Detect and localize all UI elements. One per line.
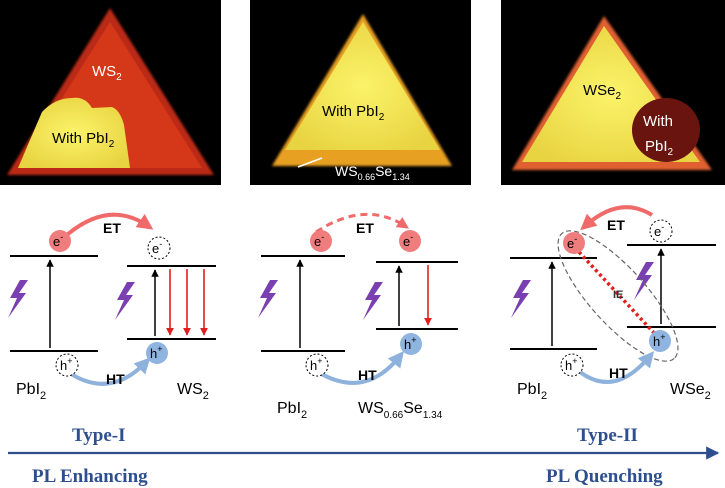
et-arrow [66,212,154,236]
photo-wse2-pbi: PbI2 [645,138,674,158]
interlayer-exciton-line [577,250,657,336]
ht-arrow [66,357,151,386]
electron-label: e- [152,239,162,256]
pl-enhancing-label: PL Enhancing [32,466,148,487]
wse2-label: WSe2 [670,381,711,402]
photo-ws2-label: WS2 [92,63,122,83]
hole-icon [649,330,671,352]
photo-wse2-label: WSe2 [583,82,622,102]
ht-label: HT [609,365,628,381]
electron-label: e- [403,232,413,249]
photo-wse2-with: With [643,113,673,130]
et-label: ET [607,217,625,233]
photon-icon [115,282,135,320]
photon-icon [511,280,531,318]
electron-label: e- [53,232,63,249]
electron-label: e- [654,222,664,239]
hole-label: h+ [150,344,163,361]
photon-icon [8,280,28,318]
photon-icon [634,262,654,300]
band-diagram-type-i: e- e- h+ h+ ET HT PbI2 WS2 [8,212,216,402]
photo-ws2-pbi-label: With PbI2 [52,130,115,150]
electron-icon [563,232,585,254]
ht-label: HT [358,367,377,383]
electron-icon [49,230,71,252]
hole-label: h+ [310,356,323,373]
et-arrow [580,205,654,231]
hole-dashed-icon [55,353,79,377]
hole-icon [400,333,422,355]
pbi2-label: PbI2 [277,400,307,421]
electron-icon [310,230,332,252]
ht-arrow [316,350,404,385]
ie-label: IE [613,289,623,301]
hole-label: h+ [653,332,666,349]
photon-icon [363,282,383,320]
electron-dashed-icon [649,219,673,243]
electron-dashed-icon [147,236,171,260]
electron-label: e- [314,232,324,249]
electron-label: e- [567,234,577,251]
ws2-label: WS2 [177,381,209,402]
pl-quenching-label: PL Quenching [546,466,663,487]
photo-alloy-pbi-label: With PbI2 [322,103,385,123]
hole-label: h+ [565,356,578,373]
band-diagram-alloy: e- e- h+ h+ ET HT PbI2 WS0.66Se1.34 [258,212,458,421]
alloy-label: WS0.66Se1.34 [358,400,443,421]
photo-alloy-pointer [297,157,323,168]
photon-icon [258,280,278,318]
electron-icon [399,230,421,252]
band-diagram-type-ii: IE e- e- h+ h+ ET HT PbI2 WSe2 [510,205,716,402]
pbi2-label: PbI2 [16,381,46,402]
hole-dashed-icon [305,353,329,377]
type-ii-label: Type-II [577,425,638,446]
ht-arrow [578,351,655,384]
ht-label: HT [106,371,125,387]
photo-wse2: WSe2 With PbI2 [501,0,725,185]
photo-alloy-edge-label: WS0.66Se1.34 [335,163,410,182]
hole-dashed-icon [560,353,584,377]
hole-icon [146,342,168,364]
photo-ws2: WS2 With PbI2 [0,0,221,185]
interlayer-exciton-outline [557,230,679,362]
et-arrow-dashed [315,212,410,234]
hole-label: h+ [60,356,73,373]
photo-alloy: With PbI2 WS0.66Se1.34 [250,0,471,185]
et-label: ET [103,220,121,236]
hole-label: h+ [404,335,417,352]
pbi2-label: PbI2 [517,381,547,402]
et-label: ET [356,220,374,236]
type-i-label: Type-I [72,425,125,446]
